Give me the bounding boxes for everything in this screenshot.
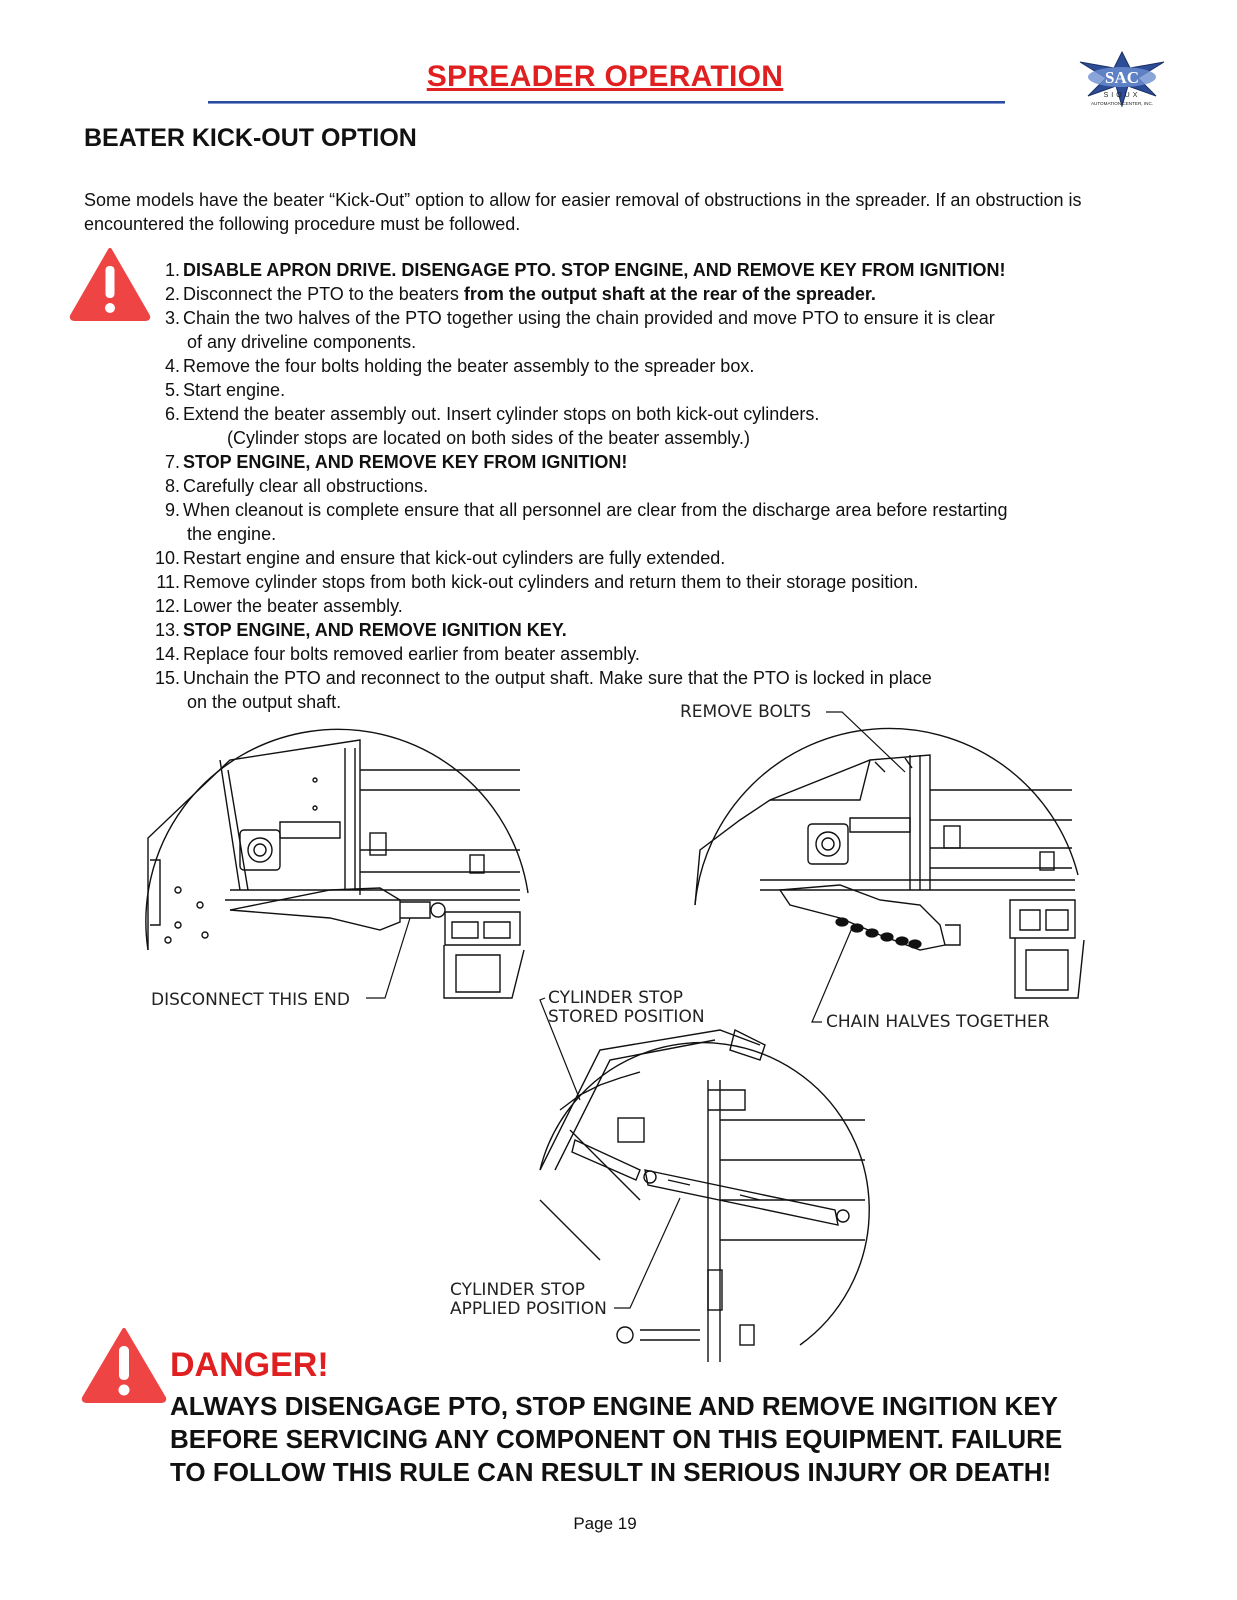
step-text-bold: STOP ENGINE, AND REMOVE IGNITION KEY.	[183, 620, 567, 640]
step-number: 7.	[164, 452, 180, 472]
right-detail-view	[694, 727, 1085, 999]
step-text-regular: Replace four bolts removed earlier from …	[183, 644, 640, 664]
step-item: 9.When cleanout is complete ensure that …	[150, 498, 1130, 546]
step-text: STOP ENGINE, AND REMOVE IGNITION KEY.	[183, 618, 1130, 642]
step-number: 15.	[154, 668, 180, 688]
step-number: 12.	[154, 596, 180, 616]
step-text: Disconnect the PTO to the beaters from t…	[183, 282, 1130, 306]
step-text: When cleanout is complete ensure that al…	[183, 498, 1130, 522]
step-item: 3.Chain the two halves of the PTO togeth…	[150, 306, 1130, 354]
section-title: BEATER KICK-OUT OPTION	[84, 124, 417, 152]
page-number: Page 19	[573, 1514, 637, 1533]
step-number: 4.	[164, 356, 180, 376]
step-text: Restart engine and ensure that kick-out …	[183, 546, 1130, 570]
logo-subtext: SIOUX	[1104, 92, 1141, 99]
title-rule	[208, 101, 1005, 104]
step-number: 5.	[164, 380, 180, 400]
procedure-steps: 1.DISABLE APRON DRIVE. DISENGAGE PTO. ST…	[150, 258, 1130, 714]
step-text: Carefully clear all obstructions.	[183, 474, 1130, 498]
step-text: STOP ENGINE, AND REMOVE KEY FROM IGNITIO…	[183, 450, 1130, 474]
step-number: 14.	[154, 644, 180, 664]
label-disconnect-this-end: DISCONNECT THIS END	[151, 990, 350, 1010]
step-text: Lower the beater assembly.	[183, 594, 1130, 618]
step-text-bold: from the output shaft at the rear of the…	[463, 284, 876, 304]
step-item: 7.STOP ENGINE, AND REMOVE KEY FROM IGNIT…	[150, 450, 1130, 474]
step-number: 8.	[164, 476, 180, 496]
step-item: 1.DISABLE APRON DRIVE. DISENGAGE PTO. ST…	[150, 258, 1130, 282]
danger-triangle-icon	[81, 1328, 167, 1403]
label-cylinder-stop-stored: CYLINDER STOP STORED POSITION	[548, 989, 705, 1027]
step-item: 5.Start engine.	[150, 378, 1130, 402]
page-title: SPREADER OPERATION	[426, 60, 784, 93]
step-text-regular: Remove cylinder stops from both kick-out…	[183, 572, 919, 592]
step-text-regular: Remove the four bolts holding the beater…	[183, 356, 755, 376]
step-text-regular: Unchain the PTO and reconnect to the out…	[183, 668, 932, 688]
step-text: Start engine.	[183, 378, 1130, 402]
step-item: 6.Extend the beater assembly out. Insert…	[150, 402, 1130, 450]
step-text-bold: DISABLE APRON DRIVE. DISENGAGE PTO. STOP…	[183, 260, 1006, 280]
logo-text: SAC	[1105, 68, 1139, 87]
step-number: 10.	[154, 548, 180, 568]
step-continuation: of any driveline components.	[187, 332, 417, 352]
label-cylinder-stop-applied: CYLINDER STOP APPLIED POSITION	[450, 1281, 607, 1319]
step-number: 6.	[164, 404, 180, 424]
step-item: 10.Restart engine and ensure that kick-o…	[150, 546, 1130, 570]
sac-logo: SAC SIOUX AUTOMATION CENTER, INC.	[1079, 50, 1165, 108]
danger-line-2: BEFORE SERVICING ANY COMPONENT ON THIS E…	[170, 1424, 1063, 1454]
label-cylinder-stop-applied-line2: APPLIED POSITION	[450, 1299, 607, 1319]
step-text: Extend the beater assembly out. Insert c…	[183, 402, 1130, 426]
step-item: 11.Remove cylinder stops from both kick-…	[150, 570, 1130, 594]
step-text-regular: Chain the two halves of the PTO together…	[183, 308, 995, 328]
step-text-bold: STOP ENGINE, AND REMOVE KEY FROM IGNITIO…	[183, 452, 628, 472]
step-text: Chain the two halves of the PTO together…	[183, 306, 1130, 330]
step-text-regular: Restart engine and ensure that kick-out …	[183, 548, 726, 568]
step-item: 2.Disconnect the PTO to the beaters from…	[150, 282, 1130, 306]
bottom-detail-view	[539, 1028, 870, 1362]
danger-title: DANGER!	[170, 1346, 329, 1384]
left-detail-view	[145, 728, 529, 999]
danger-message: ALWAYS DISENGAGE PTO, STOP ENGINE AND RE…	[170, 1390, 1170, 1489]
step-number: 2.	[164, 284, 180, 304]
step-item: 13.STOP ENGINE, AND REMOVE IGNITION KEY.	[150, 618, 1130, 642]
chain	[835, 917, 922, 949]
step-text-regular: Lower the beater assembly.	[183, 596, 403, 616]
step-number: 9.	[164, 500, 180, 520]
step-text-regular: Start engine.	[183, 380, 286, 400]
kickout-diagram	[145, 711, 1085, 1362]
label-chain-halves-together: CHAIN HALVES TOGETHER	[826, 1012, 1050, 1032]
label-remove-bolts: REMOVE BOLTS	[680, 702, 812, 722]
step-text: Remove cylinder stops from both kick-out…	[183, 570, 1130, 594]
step-text-regular: When cleanout is complete ensure that al…	[183, 500, 1008, 520]
step-item: 8.Carefully clear all obstructions.	[150, 474, 1130, 498]
step-note: (Cylinder stops are located on both side…	[227, 428, 750, 448]
step-text: DISABLE APRON DRIVE. DISENGAGE PTO. STOP…	[183, 258, 1130, 282]
step-item: 15.Unchain the PTO and reconnect to the …	[150, 666, 1130, 714]
step-item: 14.Replace four bolts removed earlier fr…	[150, 642, 1130, 666]
step-continuation: on the output shaft.	[187, 692, 342, 712]
step-item: 4.Remove the four bolts holding the beat…	[150, 354, 1130, 378]
intro-paragraph: Some models have the beater “Kick-Out” o…	[84, 190, 1082, 234]
step-text-regular: Extend the beater assembly out. Insert c…	[183, 404, 820, 424]
leader-lines	[366, 711, 906, 1309]
logo-tagline: AUTOMATION CENTER, INC.	[1091, 101, 1153, 106]
step-text-regular: Disconnect the PTO to the beaters	[183, 284, 464, 304]
label-cylinder-stop-applied-line1: CYLINDER STOP	[450, 1280, 586, 1300]
step-text-regular: Carefully clear all obstructions.	[183, 476, 429, 496]
step-item: 12.Lower the beater assembly.	[150, 594, 1130, 618]
step-text: Replace four bolts removed earlier from …	[183, 642, 1130, 666]
label-cylinder-stop-stored-line1: CYLINDER STOP	[548, 988, 684, 1008]
danger-line-1: ALWAYS DISENGAGE PTO, STOP ENGINE AND RE…	[170, 1391, 1059, 1421]
warning-triangle-icon	[69, 248, 151, 321]
label-cylinder-stop-stored-line2: STORED POSITION	[548, 1007, 705, 1027]
step-number: 11.	[156, 572, 180, 592]
step-number: 1.	[164, 260, 180, 280]
step-text: Unchain the PTO and reconnect to the out…	[183, 666, 1130, 690]
step-text: Remove the four bolts holding the beater…	[183, 354, 1130, 378]
danger-line-3: TO FOLLOW THIS RULE CAN RESULT IN SERIOU…	[170, 1457, 1052, 1487]
step-continuation: the engine.	[187, 524, 277, 544]
step-number: 13.	[154, 620, 180, 640]
step-number: 3.	[164, 308, 180, 328]
